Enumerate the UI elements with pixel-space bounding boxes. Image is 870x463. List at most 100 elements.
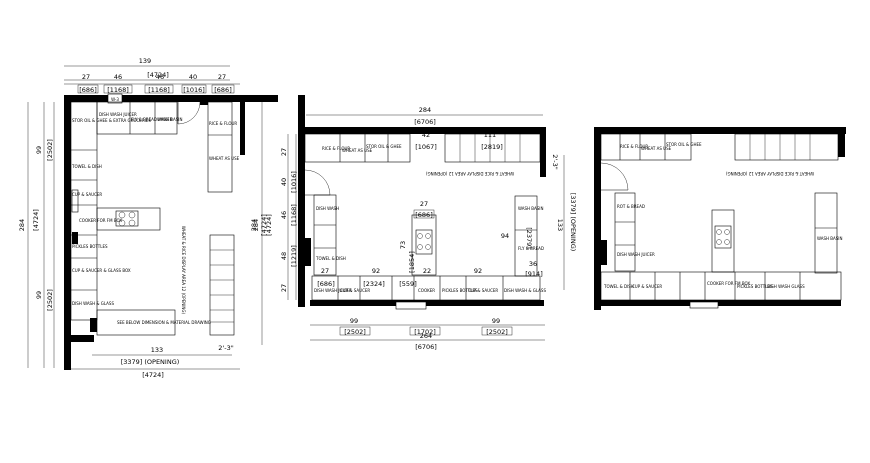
dim-mid-left-mm-1: [1016] xyxy=(290,171,298,193)
lbl-rice-flour: RICE & FLOUR xyxy=(209,121,237,126)
dim-mid-left-5: 27 xyxy=(280,284,288,292)
dim-bottom-overall-mm: [4724] xyxy=(142,371,164,379)
dim-mid-right-note: 2'-3" xyxy=(551,154,559,169)
right-lbl-11: WASH BASIN xyxy=(817,236,842,241)
dim-mid-right-inner: 94 xyxy=(501,232,509,240)
dim-top-mm-2: [1168] xyxy=(107,86,129,94)
mid-lbl-12: FLY & BREAD xyxy=(518,246,544,251)
dim-island-h-mm: [1854] xyxy=(408,251,416,273)
right-lbl-8: PICKLES BOTTLES xyxy=(737,284,773,289)
dim-base-1: 27 xyxy=(321,267,329,275)
mid-lbl-2: WHEAT AS USE xyxy=(342,148,373,153)
dim-mid-bottom-2: 99 xyxy=(492,317,500,325)
dim-top-seg-1: 27 xyxy=(82,73,90,81)
sink-icon xyxy=(71,189,79,213)
door-swing xyxy=(177,101,201,125)
dim-mid-left-mm-3: [1219] xyxy=(290,245,298,267)
wall-mid-left xyxy=(298,95,305,307)
lbl-cooker: COOKER FOR FM BOX xyxy=(79,218,122,223)
right-lbl-2: WHEAT AS USE xyxy=(641,146,672,151)
wall-right-left xyxy=(594,127,601,310)
dim-mid-right: 133 xyxy=(556,219,564,231)
lbl-wash-basin: WASH BASIN xyxy=(157,117,182,122)
dim-mid-bottom-mm-3: [2502] xyxy=(486,328,508,336)
dim-base-mm-4: [914] xyxy=(525,270,542,278)
mid-lbl-7: CUP & SAUCER xyxy=(340,288,370,293)
right-lbl-1: RICE & FLOUR xyxy=(620,144,648,149)
wall-bottom-stub xyxy=(64,335,94,342)
dim-left-seg-mm-2: [2502] xyxy=(46,289,54,311)
mid-lbl-8: COOKER xyxy=(418,288,435,293)
lbl-cup-saucer-glass: CUP & SAUCER & GLASS BOX xyxy=(72,268,131,273)
right-lbl-10: TOWEL & DISH xyxy=(603,284,634,289)
dim-base-mm-3: [559] xyxy=(399,280,416,288)
lbl-stor-oil: STOR OIL & GHEE & EXTRA GROCERIES xyxy=(72,118,151,123)
dim-bottom-opening: 133 xyxy=(151,346,163,354)
dim-mid-upper2-mm: [2819] xyxy=(481,143,503,151)
hob-icon xyxy=(115,210,139,227)
dim-base-4: 92 xyxy=(474,267,482,275)
dim-mid-bottom-mm-2: [1702] xyxy=(414,328,436,336)
dim-top-seg-3: 46 xyxy=(156,73,164,81)
dim-left-seg-2: 99 xyxy=(35,291,43,299)
dim-base-mm-1: [686] xyxy=(317,280,334,288)
lbl-display-area: WHEAT & RICE DISPLAY AREA 12 (OPENING) xyxy=(181,226,186,315)
right-door-swing xyxy=(600,162,629,191)
wall-top-ext xyxy=(240,95,278,102)
dim-left-seg-mm-1: [2502] xyxy=(46,139,54,161)
lbl-dish-wash-juicer: DISH WASH JUICER xyxy=(99,112,137,117)
mid-lbl-5: TOWEL & DISH xyxy=(315,256,346,261)
mid-lbl-4: DISH WASH xyxy=(316,206,339,211)
dim-base-mm-2: [2324] xyxy=(363,280,385,288)
dim-mid-bottom-mm-1: [2502] xyxy=(344,328,366,336)
dim-mid-left-1: 27 xyxy=(280,148,288,156)
dim-mid-left-4: 48 xyxy=(280,252,288,260)
plan-right: WHEAT & RICE DISPLAY AREA 12 (OPENING) R… xyxy=(594,127,846,310)
wall-right-bottom xyxy=(601,300,841,306)
dim-right: 284 xyxy=(252,219,260,231)
dim-top-mm-4: [1016] xyxy=(183,86,205,94)
mid-lbl-6: DISH WASH JUICER xyxy=(314,288,352,293)
dim-mid-upper-mm: [1067] xyxy=(415,143,437,151)
dim-top-seg-4: 40 xyxy=(189,73,197,81)
lbl-wheat-as-use: WHEAT AS USE xyxy=(209,156,240,161)
dim-island-w-mm: [686] xyxy=(415,211,432,219)
dim-top-mm-1: [686] xyxy=(79,86,96,94)
right-lbl-6: CUP & SAUCER xyxy=(632,284,662,289)
mid-lbl-9: PICKLES BOTTLES xyxy=(442,288,478,293)
mid-lbl-10: CUP & SAUCER xyxy=(468,288,498,293)
lbl-fly-bread: FLY & BREAD MAKER xyxy=(131,117,173,122)
mid-lbl-13: WASH BASIN xyxy=(518,206,543,211)
mid-hob-icon xyxy=(415,229,433,255)
mid-lbl-3: STOR OIL & GHEE xyxy=(366,144,402,149)
dim-mid-left-2: 40 xyxy=(280,178,288,186)
dim-base-2: 92 xyxy=(372,267,380,275)
dim-top-seg-5: 27 xyxy=(218,73,226,81)
dim-opening-note: 2'-3" xyxy=(218,344,233,352)
wall-left xyxy=(64,95,71,370)
island-counter xyxy=(411,214,437,276)
plan-left: 139 [4724] 27 46 46 40 27 [686] [1168] [… xyxy=(18,57,278,379)
dim-mid-left-overall-mm: [4724] xyxy=(260,214,268,236)
right-lbl-9: DISH WASH GLASS xyxy=(767,284,805,289)
lbl-pickles: PICKLES BOTTLES xyxy=(72,244,108,249)
dim-base-3: 22 xyxy=(423,267,431,275)
dim-mid-bottom-1: 99 xyxy=(350,317,358,325)
dim-left-overall-mm: [4724] xyxy=(32,209,40,231)
mid-lbl-1: RICE & FLOUR xyxy=(322,146,350,151)
dim-mid-top-overall: 284 xyxy=(419,106,431,114)
dim-right-mm: [4724] xyxy=(265,214,273,236)
right-lbl-3: STOR OIL & GHEE xyxy=(666,142,702,147)
lbl-see-below: SEE BELOW DIMENSION & MATERIAL DRAWING xyxy=(117,320,211,325)
lbl-cup-saucer: CUP & SAUCER xyxy=(72,192,102,197)
dim-island-w: 27 xyxy=(420,200,428,208)
dim-bottom-opening-mm: [3379] (OPENING) xyxy=(121,358,180,366)
dim-mid-left-3: 46 xyxy=(280,211,288,219)
right-lbl-7: COOKER FOR FM BOX xyxy=(707,281,750,286)
dim-left-overall: 284 xyxy=(18,219,26,231)
wall-mid-bottom xyxy=(310,300,544,306)
dim-top-seg-2: 46 xyxy=(114,73,122,81)
dim-top-overall: 139 xyxy=(139,57,151,65)
lbl-dish-wash-glass: DISH WASH & GLASS xyxy=(72,301,114,306)
dim-mid-right-inner-mm: [2379] xyxy=(525,227,533,249)
